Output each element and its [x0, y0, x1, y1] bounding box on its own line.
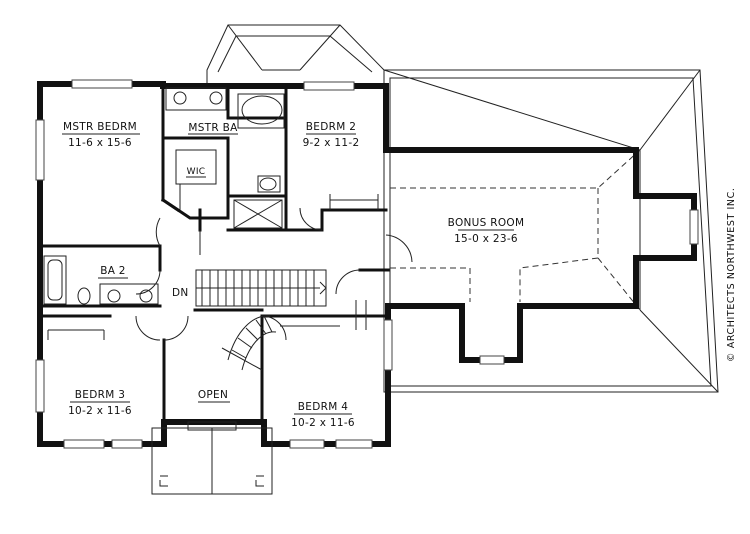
windows [35, 79, 699, 449]
bonus-room-size: 15-0 x 23-6 [454, 233, 518, 245]
master-bath-name: MSTR BA [188, 122, 238, 134]
open-area-name: OPEN [198, 389, 228, 401]
exterior-walls [37, 81, 697, 447]
doors [135, 207, 413, 341]
bedroom-4-size: 10-2 x 11-6 [291, 417, 355, 429]
roof-outline [206, 24, 719, 393]
bonus-room-dashed-outline [390, 149, 641, 311]
bonus-room-name: BONUS ROOM [448, 217, 525, 229]
room-labels: MSTR BEDRM 11-6 x 15-6 MSTR BA WIC BEDRM… [63, 121, 524, 429]
copyright-text: © ARCHITECTS NORTHWEST INC. [726, 188, 737, 362]
fixtures [43, 87, 379, 340]
master-bedroom-name: MSTR BEDRM [63, 121, 137, 133]
walk-in-closet-name: WIC [187, 167, 206, 177]
bedroom-3-size: 10-2 x 11-6 [68, 405, 132, 417]
bedroom-2-name: BEDRM 2 [306, 121, 356, 133]
master-bedroom-size: 11-6 x 15-6 [68, 137, 132, 149]
interior-walls [38, 84, 390, 424]
bedroom-4-name: BEDRM 4 [298, 401, 348, 413]
porch [151, 421, 273, 495]
stair-down-label: DN [172, 287, 189, 299]
bath-2-name: BA 2 [100, 265, 126, 277]
bedroom-3-name: BEDRM 3 [75, 389, 125, 401]
stairs [195, 269, 327, 371]
bedroom-2-size: 9-2 x 11-2 [303, 137, 360, 149]
